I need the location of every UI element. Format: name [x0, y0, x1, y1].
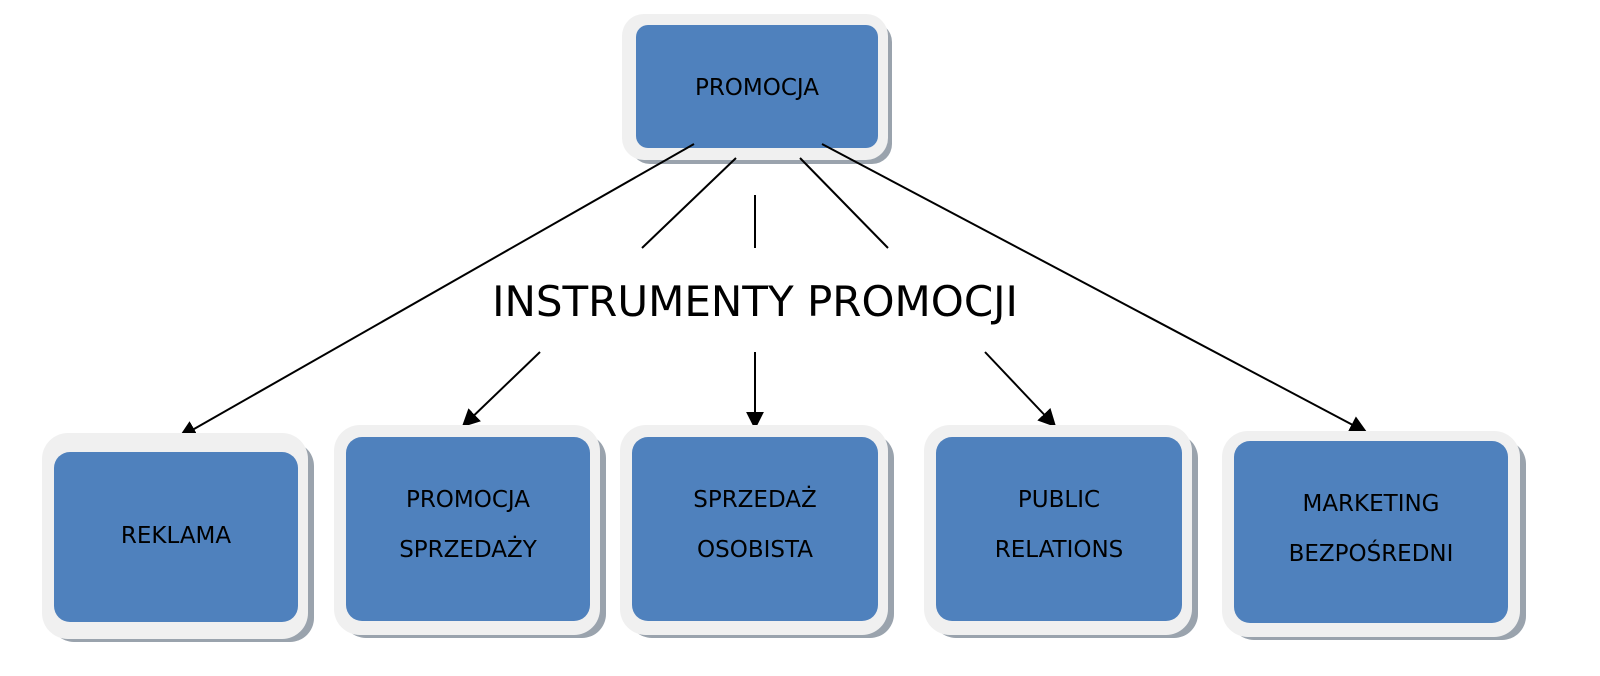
arrow-to-public-relations [984, 351, 1057, 428]
child-box-marketing-bezposredni: MARKETING BEZPOŚREDNI [1222, 431, 1526, 640]
center-title: INSTRUMENTY PROMOCJI [492, 277, 1018, 326]
child-box-promocja-sprzedazy: PROMOCJA SPRZEDAŻY [334, 425, 606, 638]
child-label-line2: BEZPOŚREDNI [1289, 539, 1454, 567]
child-label-line2: OSOBISTA [697, 537, 813, 563]
arrow-to-marketing [821, 143, 1368, 433]
arrow-to-reklama [178, 143, 695, 438]
child-label: REKLAMA [121, 523, 232, 549]
child-label-line2: SPRZEDAŻY [399, 535, 538, 563]
child-box-reklama: REKLAMA [42, 433, 314, 642]
child-box-sprzedaz-osobista: SPRZEDAŻ OSOBISTA [620, 425, 894, 638]
child-label-line1: PROMOCJA [406, 487, 530, 513]
root-box: PROMOCJA [622, 14, 892, 164]
child-label-line1: SPRZEDAŻ [693, 485, 817, 513]
line-upper-left [641, 157, 737, 249]
child-label-line1: PUBLIC [1018, 487, 1100, 513]
child-label-line1: MARKETING [1302, 491, 1439, 517]
line-upper-right [799, 157, 889, 249]
child-box-public-relations: PUBLIC RELATIONS [924, 425, 1198, 638]
connectors [178, 143, 1368, 438]
child-label-line2: RELATIONS [995, 537, 1124, 563]
root-label: PROMOCJA [695, 75, 819, 101]
arrow-to-promocja-sprzedazy [461, 351, 541, 428]
